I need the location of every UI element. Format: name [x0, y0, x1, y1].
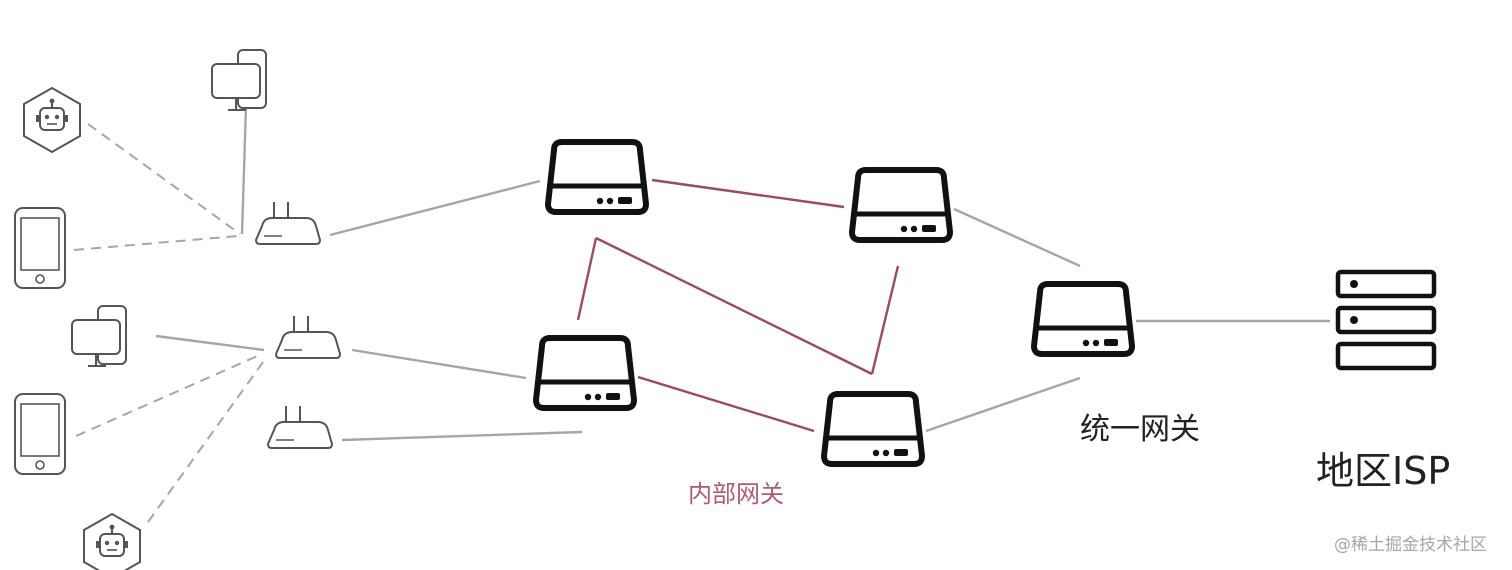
- link-computer-router: [240, 105, 248, 235]
- link-internal-d: [870, 265, 900, 375]
- internal-gateway-label: 内部网关: [688, 480, 784, 508]
- link-phone-router: [73, 235, 239, 251]
- link-router1-gateway: [329, 179, 541, 237]
- watermark-text: @稀土掘金技术社区: [1334, 535, 1487, 555]
- desktop-computer-icon: [211, 49, 267, 111]
- robot-hex-icon: [83, 513, 141, 570]
- external-links: [155, 105, 1330, 442]
- wireless-links: [73, 123, 267, 523]
- unified-gateway-label: 统一网关: [1080, 412, 1200, 447]
- link-computer2-router: [155, 334, 265, 352]
- link-gateway-unified-top: [953, 207, 1081, 268]
- robot-hex-icon: [23, 87, 81, 153]
- router-icon: [255, 201, 321, 245]
- link-internal-b: [576, 237, 598, 321]
- regional-isp-label: 地区ISP: [1316, 449, 1451, 493]
- gateway-box-icon: [852, 170, 950, 240]
- gateway-box-icon: [1034, 284, 1132, 354]
- link-router3-gateway: [341, 430, 583, 442]
- desktop-computer-icon: [71, 305, 127, 367]
- gateway-box-icon: [536, 338, 634, 408]
- internal-links: [576, 178, 900, 433]
- link-internal-c: [595, 236, 873, 376]
- server-rack-icon: [1335, 269, 1437, 371]
- link-gateway-unified-bottom: [925, 376, 1081, 433]
- router-icon: [275, 315, 341, 359]
- smartphone-icon: [14, 207, 66, 289]
- link-robot2-router: [147, 357, 267, 523]
- link-internal-a: [651, 178, 845, 209]
- gateway-box-icon: [548, 142, 646, 212]
- link-router2-gateway: [351, 348, 527, 380]
- smartphone-icon: [14, 393, 66, 475]
- router-icon: [267, 405, 333, 449]
- link-robot-router: [87, 123, 241, 235]
- gateway-box-icon: [824, 394, 922, 464]
- link-internal-e: [637, 375, 815, 433]
